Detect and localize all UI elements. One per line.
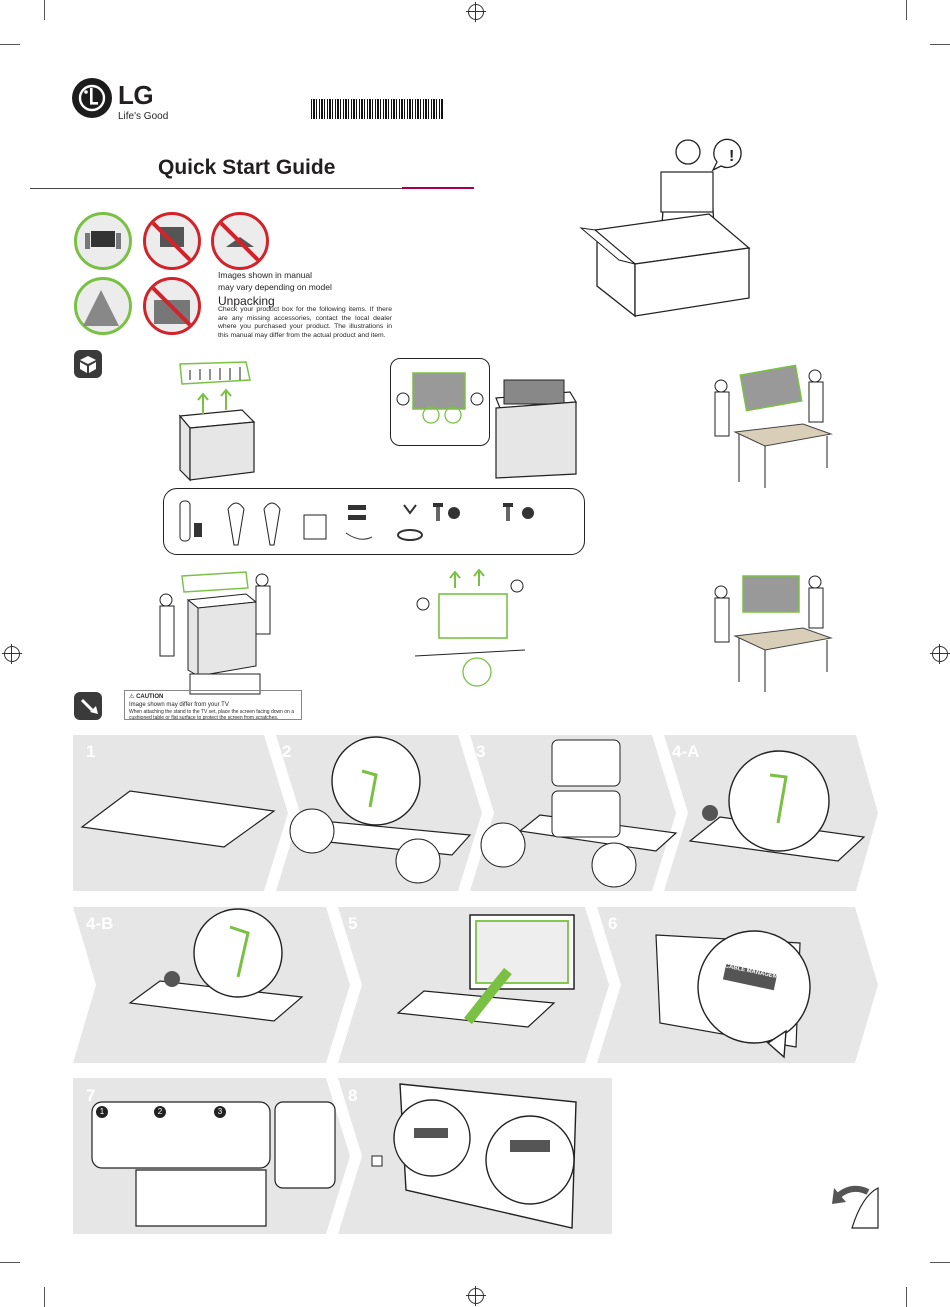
unpacking-heading: Unpacking	[218, 294, 275, 308]
step-number: 2	[282, 742, 292, 761]
caution-box: ⚠ CAUTION Image shown may differ from yo…	[124, 690, 302, 721]
title-rule	[30, 188, 402, 189]
brand-name: LG	[118, 80, 154, 110]
lift-tv-illustration	[414, 568, 526, 687]
two-person-table-illustration	[714, 575, 833, 692]
caution-line1: Image shown may differ from your TV	[129, 702, 229, 708]
registration-mark	[466, 1286, 486, 1306]
step-number: 3	[476, 742, 486, 761]
step-number: 5	[348, 914, 358, 933]
unpacking-box-illustration	[178, 361, 256, 482]
steps-row-1	[73, 735, 878, 891]
step-number: 7	[86, 1086, 96, 1105]
step-number: 4-B	[86, 914, 114, 933]
crop-mark	[44, 1287, 45, 1307]
step-number: 1	[86, 742, 96, 761]
substep-number: 2	[154, 1106, 166, 1118]
barcode	[311, 99, 443, 119]
crop-mark	[930, 44, 950, 45]
warning-icon: ⚠	[129, 694, 135, 700]
substep-number: 3	[214, 1106, 226, 1118]
registration-mark	[930, 644, 950, 664]
crop-mark	[0, 1262, 20, 1263]
manual-note-line1: Images shown in manual	[218, 270, 313, 280]
handling-correct-icon	[74, 212, 132, 270]
page-title: Quick Start Guide	[158, 156, 336, 179]
lift-out-box-illustration	[159, 571, 271, 695]
lg-logo-icon	[72, 78, 112, 118]
handling-correct-icon	[74, 277, 132, 335]
unpacking-text: Check your product box for the following…	[218, 306, 392, 339]
box-open-illustration	[495, 379, 578, 479]
page-turn-icon	[832, 1185, 879, 1229]
crop-mark	[930, 1262, 950, 1263]
registration-mark	[466, 2, 486, 22]
two-person-table-illustration	[714, 364, 833, 488]
accessories-callout	[163, 488, 585, 555]
step-number: 8	[348, 1086, 358, 1105]
registration-mark	[2, 644, 22, 664]
steps-row-3	[73, 1078, 612, 1234]
caution-heading: CAUTION	[136, 694, 164, 700]
step-number: 6	[608, 914, 618, 933]
box-icon	[74, 350, 102, 378]
brand-tagline: Life's Good	[118, 111, 169, 122]
lift-panel-callout	[390, 358, 490, 446]
handling-prohibited-icon	[143, 212, 201, 270]
handling-prohibited-icon	[211, 212, 269, 270]
cleaning-brush-icon	[74, 692, 102, 720]
crop-mark	[44, 0, 45, 20]
manual-note-line2: may vary depending on model	[218, 282, 332, 292]
substep-number: 1	[96, 1106, 108, 1118]
crop-mark	[906, 1287, 907, 1307]
handling-prohibited-icon	[143, 277, 201, 335]
step-number: 4-A	[672, 742, 700, 761]
person-with-box-illustration: !	[579, 138, 751, 318]
caution-line2: When attaching the stand to the TV set, …	[129, 709, 295, 721]
title-rule-accent	[402, 187, 474, 189]
svg-text:!: !	[729, 148, 734, 165]
crop-mark	[906, 0, 907, 20]
crop-mark	[0, 44, 20, 45]
steps-row-2	[73, 907, 878, 1063]
